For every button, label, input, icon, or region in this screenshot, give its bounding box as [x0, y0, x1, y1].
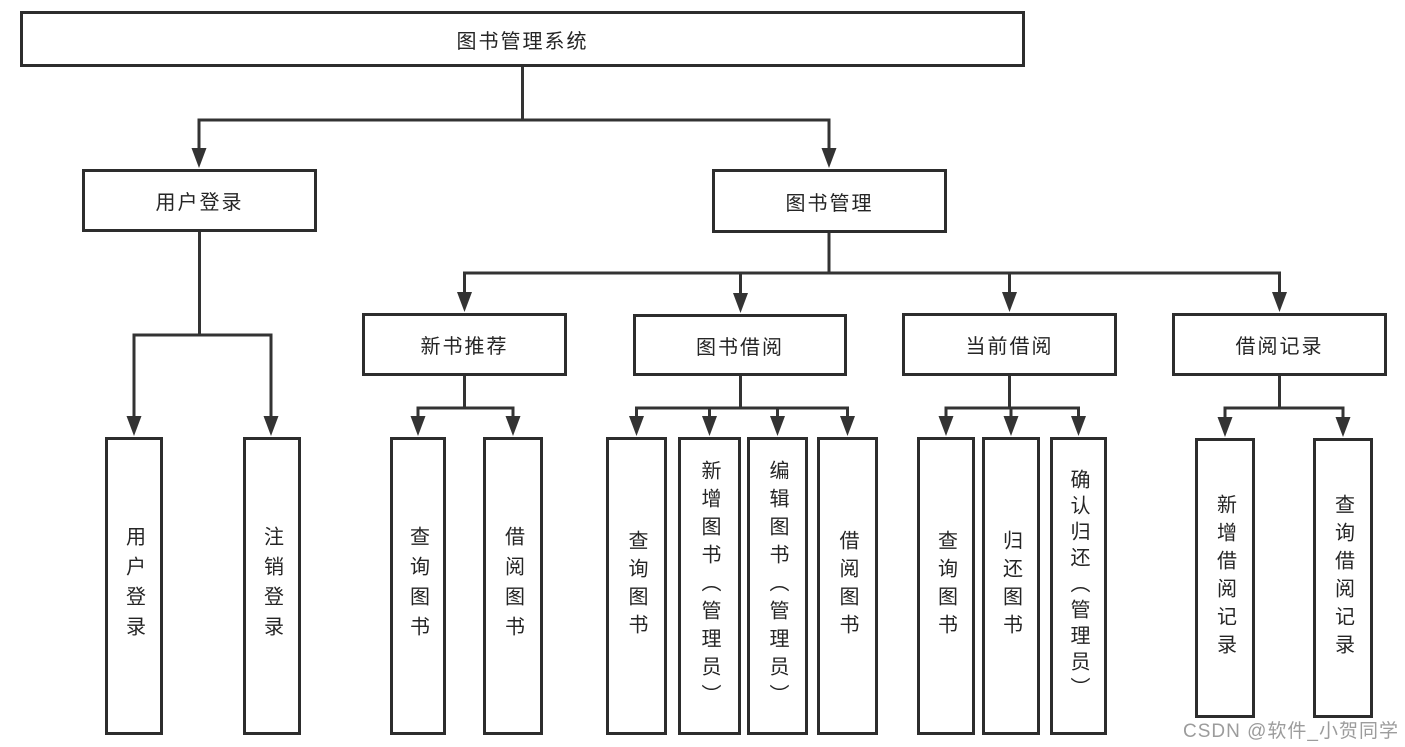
node-book-borrowing: 图书借阅 — [633, 314, 847, 376]
leaf-confirm-return-admin: 确认归还（管理员） — [1050, 437, 1107, 735]
node-user-login: 用户登录 — [82, 169, 317, 232]
node-library-management-system: 图书管理系统 — [20, 11, 1025, 67]
leaf-query-borrow-record: 查询借阅记录 — [1313, 438, 1373, 718]
leaf-query-books: 查询图书 — [606, 437, 667, 735]
leaf-query-books: 查询图书 — [917, 437, 975, 735]
leaf-edit-books-admin: 编辑图书（管理员） — [747, 437, 808, 735]
leaf-add-borrow-record: 新增借阅记录 — [1195, 438, 1255, 718]
leaf-user-login: 用户登录 — [105, 437, 163, 735]
node-book-management: 图书管理 — [712, 169, 947, 233]
leaf-logout: 注销登录 — [243, 437, 301, 735]
node-current-borrowing: 当前借阅 — [902, 313, 1117, 376]
node-borrow-records: 借阅记录 — [1172, 313, 1387, 376]
leaf-borrow-books: 借阅图书 — [483, 437, 543, 735]
leaf-return-books: 归还图书 — [982, 437, 1040, 735]
leaf-query-books: 查询图书 — [390, 437, 446, 735]
leaf-add-books-admin: 新增图书（管理员） — [678, 437, 741, 735]
csdn-watermark: CSDN @软件_小贺同学 — [1183, 721, 1399, 742]
leaf-borrow-books: 借阅图书 — [817, 437, 878, 735]
node-new-book-recommend: 新书推荐 — [362, 313, 567, 376]
